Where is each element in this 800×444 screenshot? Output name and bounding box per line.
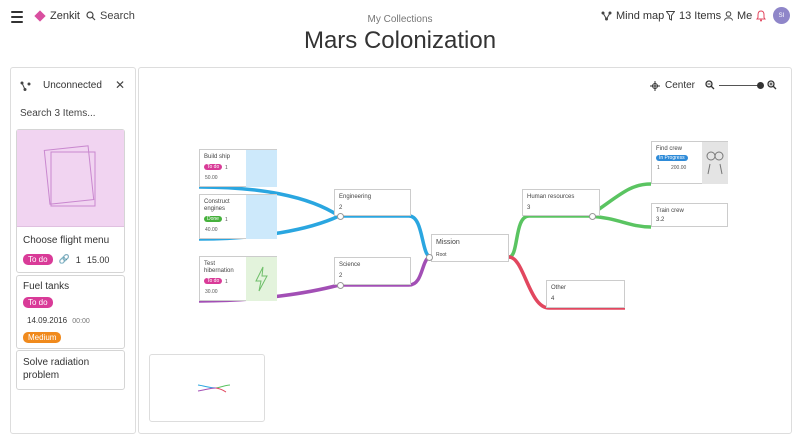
item-value: 15.00: [86, 254, 110, 265]
branch-build-ship: [198, 185, 340, 218]
bell-icon: [756, 10, 766, 22]
status-badge[interactable]: To do: [204, 278, 223, 284]
lightning-icon: [255, 266, 268, 292]
item-title: Choose flight menu: [23, 235, 110, 246]
filter-icon: [666, 11, 675, 21]
engine-image: [246, 195, 277, 239]
search-icon: [86, 11, 96, 21]
notifications-button[interactable]: [756, 9, 766, 27]
attachment-count: 1: [657, 165, 660, 171]
node-build-ship[interactable]: Build ship To do 1 50.00: [199, 149, 277, 187]
minimap[interactable]: [149, 354, 265, 422]
item-cover-image: [17, 130, 124, 227]
node-engineering[interactable]: Engineering 2: [334, 189, 411, 216]
list-item[interactable]: Fuel tanks To do 14.09.2016 00:00 Medium: [16, 275, 125, 349]
top-bar: Zenkit Search My Collections Mars Coloni…: [0, 0, 800, 68]
center-button[interactable]: Center: [650, 80, 695, 91]
close-icon[interactable]: ✕: [115, 78, 126, 92]
node-test-hibernation[interactable]: Test hibernation To do 1 30.00: [199, 256, 277, 301]
attachment-count: 1: [225, 279, 228, 285]
unconnected-icon: [20, 81, 31, 91]
list-item[interactable]: Choose flight menu To do 🔗 1 15.00: [16, 129, 125, 273]
mind-map-view-button[interactable]: Mind map: [601, 10, 664, 22]
branch-human-resources: [508, 214, 589, 259]
item-value: 30.00: [205, 289, 218, 295]
user-avatar[interactable]: SI: [773, 7, 790, 24]
item-title: Solve radiation problem: [23, 357, 90, 381]
item-value: 50.00: [205, 175, 218, 181]
node-mission[interactable]: Mission Root: [431, 234, 509, 262]
priority-badge[interactable]: Medium: [23, 332, 62, 343]
item-date: 14.09.2016: [27, 316, 68, 325]
attachment-icon: 🔗: [58, 254, 70, 264]
lightning-image: [246, 257, 277, 301]
document-stack-icon: [43, 145, 96, 207]
ship-image: [246, 150, 277, 187]
zoom-slider-handle[interactable]: [757, 81, 764, 89]
list-item[interactable]: Solve radiation problem: [16, 350, 125, 390]
me-filter-button[interactable]: Me: [724, 10, 752, 22]
zoom-out-icon[interactable]: [705, 80, 715, 90]
node-other[interactable]: Other 4: [546, 280, 625, 308]
collapse-handle[interactable]: [337, 213, 344, 220]
branch-train-crew: [588, 214, 652, 229]
breadcrumb[interactable]: My Collections: [367, 14, 433, 25]
collapse-handle[interactable]: [589, 213, 596, 220]
page-title: Mars Colonization: [303, 27, 497, 54]
hamburger-menu-icon[interactable]: [11, 11, 23, 23]
item-title: Fuel tanks: [23, 281, 70, 292]
crew-image: [702, 142, 728, 184]
app-logo[interactable]: Zenkit: [34, 10, 80, 22]
node-construct-engines[interactable]: Construct engines Done 1 40.00: [199, 194, 277, 239]
panel-header: Unconnected: [20, 80, 102, 91]
node-science[interactable]: Science 2: [334, 257, 411, 285]
attachment-count: 1: [225, 217, 228, 223]
attachment-count: 1: [225, 165, 228, 171]
collapse-handle[interactable]: [426, 254, 433, 261]
mind-map-icon: [601, 11, 612, 21]
status-badge[interactable]: Done: [204, 216, 222, 222]
zoom-in-icon[interactable]: [767, 80, 777, 90]
crosshair-icon: [650, 80, 660, 91]
status-badge[interactable]: To do: [23, 297, 53, 308]
zoom-control: [705, 80, 777, 90]
item-time: 00:00: [72, 318, 90, 325]
crew-face-icon: [706, 151, 724, 175]
item-value: 40.00: [205, 227, 218, 233]
search-button[interactable]: Search: [86, 10, 135, 22]
node-human-resources[interactable]: Human resources 3: [522, 189, 600, 216]
branch-engineering: [339, 214, 432, 259]
node-train-crew[interactable]: Train crew 3.2: [651, 203, 728, 227]
filter-items-button[interactable]: 13 Items: [666, 10, 721, 22]
status-badge[interactable]: To do: [23, 254, 53, 265]
status-badge[interactable]: In Progress: [656, 155, 688, 161]
collapse-handle[interactable]: [337, 282, 344, 289]
minimap-preview: [197, 384, 231, 393]
node-find-crew[interactable]: Find crew In Progress 1 200.00: [651, 141, 728, 184]
unconnected-items-panel: Unconnected ✕ Search 3 Items... Choose f…: [10, 67, 136, 434]
status-badge[interactable]: To do: [204, 164, 223, 170]
mind-map-canvas[interactable]: Center Build ship To do 1 50.00 Construc…: [138, 67, 792, 434]
item-value: 200.00: [671, 165, 687, 171]
user-icon: [724, 11, 733, 21]
zoom-slider[interactable]: [719, 81, 764, 89]
attachment-count: 1: [75, 254, 81, 265]
search-items-input[interactable]: Search 3 Items...: [20, 108, 96, 119]
